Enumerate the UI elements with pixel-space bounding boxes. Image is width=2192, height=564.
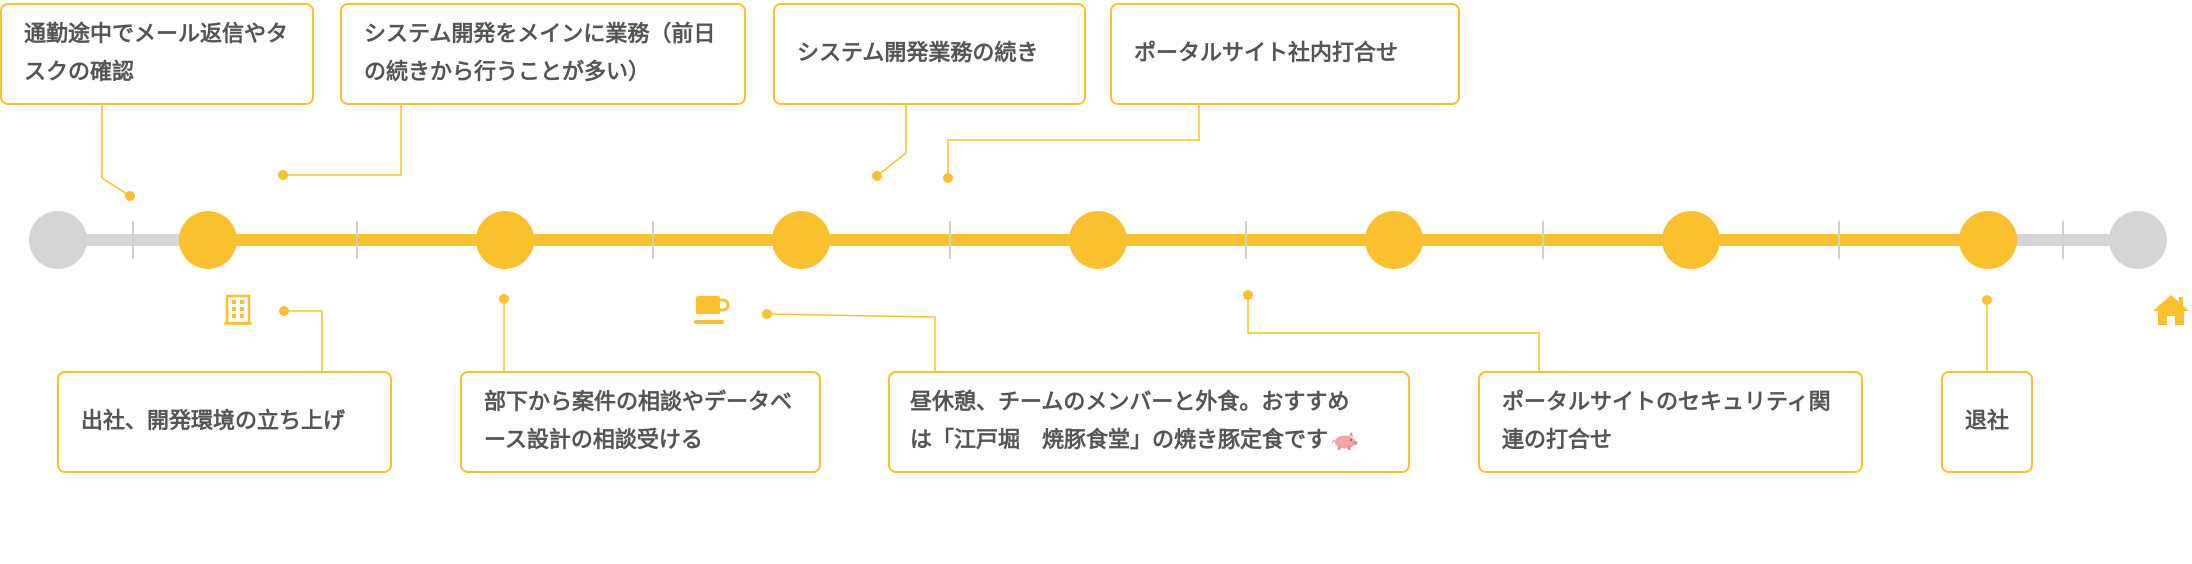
dot <box>279 306 289 316</box>
event-consult-text: 部下から案件の相談やデータベース設計の相談受ける <box>484 390 793 453</box>
building-icon <box>224 294 252 325</box>
dot <box>1243 290 1253 300</box>
event-consult: 部下から案件の相談やデータベース設計の相談受ける <box>460 371 821 473</box>
timeline-node-6 <box>1662 211 1720 269</box>
timeline-node-3 <box>772 211 830 269</box>
dot <box>1982 295 1992 305</box>
timeline-node-1 <box>179 211 237 269</box>
event-security-text: ポータルサイトのセキュリティ関連の打合せ <box>1502 390 1831 453</box>
connector-dev-cont <box>876 105 907 177</box>
house-icon <box>2153 295 2189 325</box>
dot <box>125 191 135 201</box>
dot <box>762 309 772 319</box>
timeline-node-end <box>2109 211 2167 269</box>
event-portal-meeting: ポータルサイト社内打合せ <box>1110 3 1460 105</box>
coffee-cup-icon <box>694 296 730 324</box>
event-arrive-text: 出社、開発環境の立ち上げ <box>81 409 346 434</box>
connector-security <box>1247 295 1540 371</box>
timeline-node-4 <box>1069 211 1127 269</box>
event-lunch-line-2: は「江戸堀 焼豚食堂」の焼き豚定食です <box>910 422 1358 460</box>
event-commute: 通勤途中でメール返信やタスクの確認 <box>0 3 314 105</box>
dot <box>278 170 288 180</box>
event-dev-main: システム開発をメインに業務（前日の続きから行うことが多い） <box>340 3 746 105</box>
timeline-node-2 <box>476 211 534 269</box>
connector-lunch <box>766 313 936 371</box>
event-dev-cont: システム開発業務の続き <box>773 3 1086 105</box>
timeline-node-start <box>29 211 87 269</box>
dot <box>943 173 953 183</box>
connectors <box>101 105 1988 371</box>
event-commute-text: 通勤途中でメール返信やタスクの確認 <box>24 22 289 85</box>
event-security: ポータルサイトのセキュリティ関連の打合せ <box>1478 371 1863 473</box>
event-lunch-line-2-text: は「江戸堀 焼豚食堂」の焼き豚定食です <box>910 428 1329 453</box>
event-lunch: 昼休憩、チームのメンバーと外食。おすすめ は「江戸堀 焼豚食堂」の焼き豚定食です <box>888 371 1410 473</box>
dot <box>872 171 882 181</box>
connector-commute <box>101 105 131 197</box>
connector-dots <box>125 170 1992 319</box>
event-dev-main-text: システム開発をメインに業務（前日の続きから行うことが多い） <box>364 22 716 85</box>
event-portal-meeting-text: ポータルサイト社内打合せ <box>1134 41 1399 66</box>
event-dev-cont-text: システム開発業務の続き <box>797 41 1039 66</box>
timeline-node-5 <box>1365 211 1423 269</box>
event-leave-text: 退社 <box>1964 409 2009 434</box>
connector-dev-main <box>283 105 402 176</box>
connector-arrive <box>284 310 323 371</box>
dot <box>499 294 509 304</box>
event-arrive: 出社、開発環境の立ち上げ <box>57 371 392 473</box>
event-lunch-line-1: 昼休憩、チームのメンバーと外食。おすすめ <box>910 390 1350 415</box>
pig-icon <box>1332 432 1358 450</box>
timeline-node-7 <box>1959 211 2017 269</box>
event-leave: 退社 <box>1941 371 2033 473</box>
connector-portal-meeting <box>947 105 1200 178</box>
timeline-ticks <box>132 221 2064 259</box>
event-lunch-text: 昼休憩、チームのメンバーと外食。おすすめ は「江戸堀 焼豚食堂」の焼き豚定食です <box>910 384 1358 460</box>
